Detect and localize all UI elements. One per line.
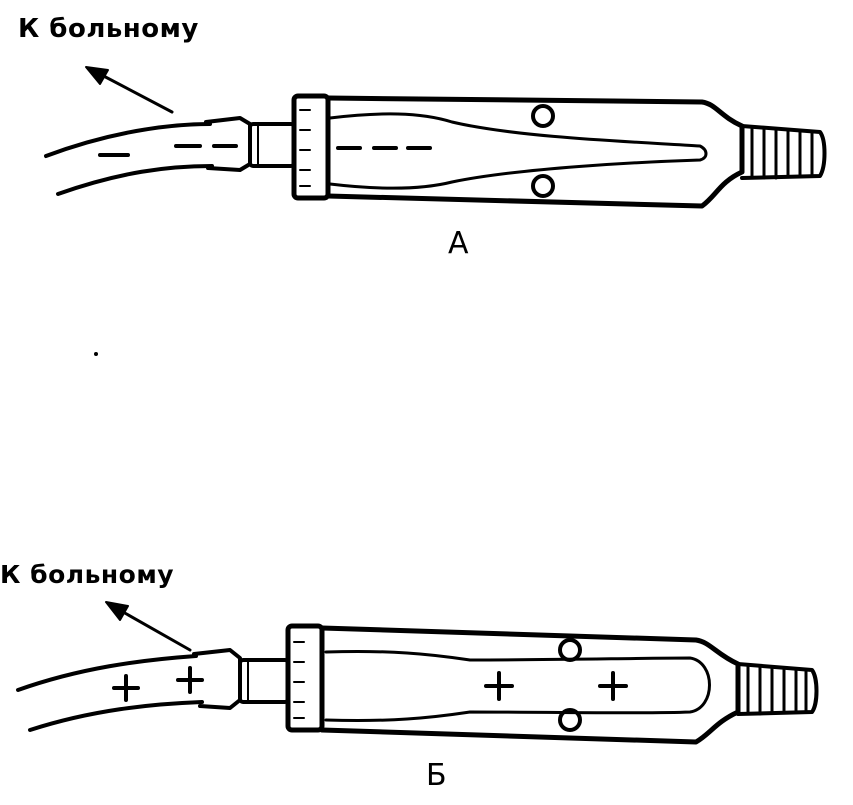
label-to-patient-bottom: К больному [0,560,175,589]
arrow-to-patient-a [86,67,172,112]
minus-markers-a [100,146,430,155]
body-a [328,98,742,206]
tubing-a [46,124,212,194]
label-to-patient-top: К больному [18,14,199,44]
body-b [322,628,738,742]
tubing-b [18,656,202,730]
stray-dot [94,352,98,356]
threaded-end-b [738,664,817,714]
threaded-end-a [742,126,825,178]
ring-cap-b [288,626,322,730]
plus-markers-b [114,668,626,700]
device-a [46,67,825,206]
arrow-to-patient-b [106,602,190,650]
device-b [18,602,817,742]
connector-b [194,650,288,708]
ring-cap-a [294,96,328,198]
figure-caption-a: А [448,226,469,261]
figure-caption-b: Б [426,758,447,793]
